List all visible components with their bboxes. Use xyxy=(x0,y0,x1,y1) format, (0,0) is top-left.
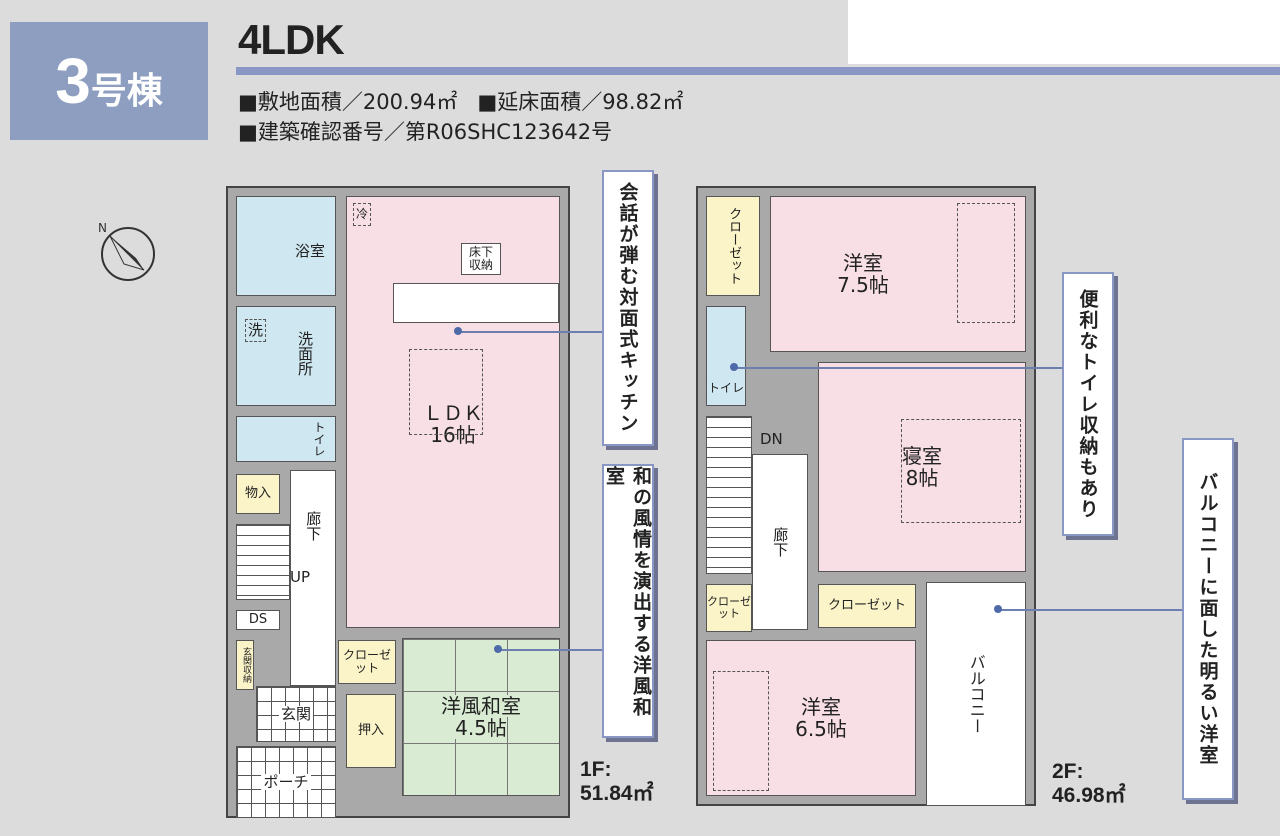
top-right-panel xyxy=(848,0,1280,64)
site-area: ■敷地面積／200.94㎡ xyxy=(238,90,458,114)
balcony-label: バルコニー xyxy=(966,654,986,734)
ldk-label: ＬＤＫ xyxy=(423,401,483,425)
washitsu-size: 4.5帖 xyxy=(455,716,507,740)
north-arrow-icon: N xyxy=(98,221,155,281)
permit-number: ■建築確認番号／第R06SHC123642号 xyxy=(238,120,613,144)
oshiire: 押入 xyxy=(346,694,396,768)
underfloor-storage-label: 床下収納 xyxy=(461,243,501,276)
room-label: 洋室 xyxy=(801,695,841,719)
callout-dot xyxy=(454,327,462,335)
washroom: 洗 洗面所 xyxy=(236,306,336,406)
kitchen-counter xyxy=(393,283,559,323)
floor1-area: 1F:51.84㎡ xyxy=(580,758,654,806)
washitsu-label: 洋風和室 xyxy=(441,694,521,718)
closet-label: クローゼット xyxy=(827,597,906,613)
corridor-label: 廊下 xyxy=(771,527,790,557)
ldk-room: 冷 床下収納 ＬＤＫ 16帖 xyxy=(346,196,560,628)
closet-label: クローゼット xyxy=(707,594,751,620)
svg-text:N: N xyxy=(98,221,107,235)
ds-shaft: DS xyxy=(236,610,280,630)
room-label: 洋室 xyxy=(843,251,883,275)
corridor-1f: 廊下 xyxy=(290,470,336,686)
bed xyxy=(713,671,769,791)
stairs-1f xyxy=(236,524,290,600)
washer-label: 洗 xyxy=(245,319,267,342)
floor2-label: 2F: xyxy=(1052,760,1084,783)
room-size: 7.5帖 xyxy=(837,273,889,297)
callout-balcony: バルコニーに面した明るい洋室 xyxy=(1182,438,1234,800)
ds-label: DS xyxy=(248,611,268,627)
storage-label: 物入 xyxy=(244,485,271,501)
dn-label: DN xyxy=(760,430,783,448)
bed xyxy=(957,203,1015,323)
washitsu-room: 洋風和室 4.5帖 xyxy=(402,638,560,796)
closet-2f-3: クローゼット xyxy=(818,584,916,628)
room-size: 6.5帖 xyxy=(795,717,847,741)
storage-room: 物入 xyxy=(236,474,280,514)
callout-line xyxy=(998,609,1184,611)
callout-dot xyxy=(494,645,502,653)
closet-label: クローゼット xyxy=(342,647,391,675)
ldk-size: 16帖 xyxy=(430,423,476,447)
floor1-label: 1F: xyxy=(580,758,612,781)
toilet-label: トイレ xyxy=(707,380,744,395)
area-info: ■敷地面積／200.94㎡ ■延床面積／98.82㎡ xyxy=(238,86,683,116)
entrance-storage: 玄関収納 xyxy=(236,640,254,690)
toilet-label: トイレ xyxy=(312,421,326,457)
up-label: UP xyxy=(290,568,311,586)
callout-kitchen: 会話が弾む対面式キッチン xyxy=(602,170,654,446)
closet-2f-2: クローゼット xyxy=(706,584,752,632)
oshiire-label: 押入 xyxy=(357,722,384,738)
dining-table xyxy=(409,349,483,435)
callout-dot xyxy=(994,605,1002,613)
callout-toilet: 便利なトイレ収納もあり xyxy=(1062,272,1114,536)
callout-dot xyxy=(730,363,738,371)
toilet-1f: トイレ xyxy=(236,416,336,462)
toilet-2f: トイレ xyxy=(706,306,746,406)
closet-label: クローゼット xyxy=(726,207,742,285)
floor2-area-value: 46.98㎡ xyxy=(1052,784,1126,808)
callout-line xyxy=(734,367,1064,369)
entrance-label: 玄関 xyxy=(278,704,313,723)
header-rule xyxy=(236,67,1280,75)
porch: ポーチ xyxy=(236,746,336,818)
corridor-label: 廊下 xyxy=(304,511,323,541)
porch-label: ポーチ xyxy=(261,772,311,791)
room-size: 8帖 xyxy=(905,466,939,490)
entrance: 玄関 xyxy=(256,686,336,742)
room-label: 寝室 xyxy=(902,444,942,468)
floor2-area: 2F:46.98㎡ xyxy=(1052,760,1126,808)
callout-washitsu: 和の風情を演出する洋風和室 xyxy=(602,464,654,738)
entrance-storage-label: 玄関収納 xyxy=(240,647,251,683)
washroom-label: 洗面所 xyxy=(296,331,314,376)
closet-1f: クローゼット xyxy=(338,640,396,684)
fridge-label: 冷 xyxy=(353,203,372,227)
balcony: バルコニー xyxy=(926,582,1026,806)
floor-area: ■延床面積／98.82㎡ xyxy=(477,90,684,114)
bath-label: 浴室 xyxy=(294,242,325,260)
bath-room: 浴室 xyxy=(236,196,336,296)
floor1-area-value: 51.84㎡ xyxy=(580,782,654,806)
callout-line xyxy=(498,649,606,651)
stairs-2f xyxy=(706,416,752,574)
closet-2f-1: クローゼット xyxy=(706,196,760,296)
bed xyxy=(901,419,1021,523)
callout-line xyxy=(458,331,606,333)
layout-type: 4LDK xyxy=(238,16,345,63)
corridor-2f: 廊下 xyxy=(752,454,808,630)
